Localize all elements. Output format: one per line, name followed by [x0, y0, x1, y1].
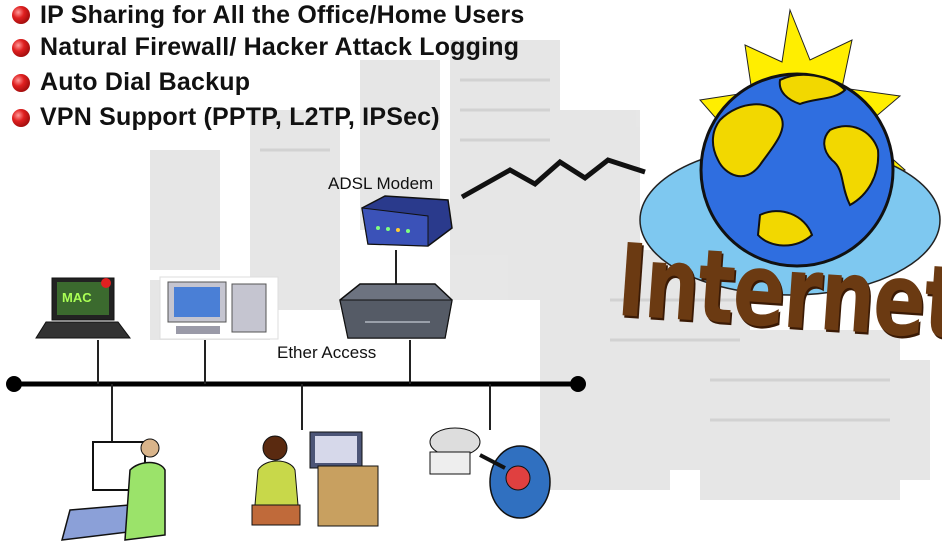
- router-label: Ether Access: [277, 343, 377, 362]
- bullet-icon: [12, 38, 30, 57]
- feature-item: Auto Dial Backup: [12, 65, 525, 100]
- feature-item: IP Sharing for All the Office/Home Users: [12, 0, 525, 30]
- internet-label: Internet: [613, 222, 942, 364]
- laptop-icon: [35, 277, 131, 339]
- user-topdown-icon: [429, 427, 551, 519]
- user-desk-icon: [251, 431, 379, 527]
- bullet-icon: [12, 73, 30, 92]
- laptop-screen-label: MAC: [62, 290, 92, 305]
- modem-icon: [361, 195, 453, 247]
- sun-icon: [690, 8, 907, 257]
- feature-list: IP Sharing for All the Office/Home Users…: [12, 0, 525, 135]
- feature-text: VPN Support (PPTP, L2TP, IPSec): [40, 103, 440, 131]
- feature-text: IP Sharing for All the Office/Home Users: [40, 0, 525, 29]
- feature-item: Natural Firewall/ Hacker Attack Logging: [12, 30, 525, 65]
- feature-text: Natural Firewall/ Hacker Attack Logging: [40, 33, 520, 61]
- desktop-pc-icon: [159, 276, 279, 340]
- wireless-link: [460, 157, 646, 200]
- router-icon: [339, 283, 453, 339]
- modem-label: ADSL Modem: [328, 174, 434, 193]
- feature-text: Auto Dial Backup: [40, 68, 251, 96]
- bullet-icon: [12, 6, 30, 24]
- feature-item: VPN Support (PPTP, L2TP, IPSec): [12, 100, 525, 135]
- bullet-icon: [12, 108, 30, 127]
- user-workstation-icon: [60, 438, 166, 541]
